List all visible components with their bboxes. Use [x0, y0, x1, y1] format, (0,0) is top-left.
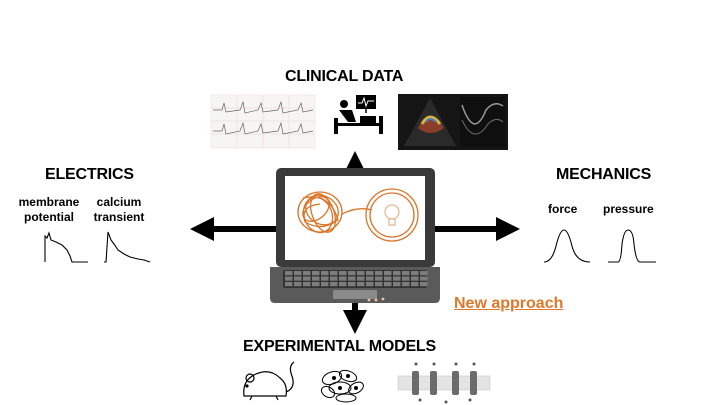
keyboard-key — [321, 282, 329, 287]
keyboard-key — [330, 271, 338, 276]
keyboard-key — [348, 276, 356, 281]
membrane-potential-label: membrane potential — [18, 195, 80, 224]
keyboard-key — [393, 271, 401, 276]
keyboard-key — [330, 276, 338, 281]
keyboard-key — [402, 271, 410, 276]
keyboard-key — [384, 276, 392, 281]
new-approach-link[interactable]: New approach — [454, 295, 564, 312]
keyboard-key — [420, 271, 428, 276]
keyboard-key — [375, 271, 383, 276]
pressure-trace — [608, 229, 656, 263]
keyboard-key — [321, 271, 329, 276]
ion-channel-icon — [397, 362, 491, 404]
keyboard-key — [330, 282, 338, 287]
keyboard-key — [393, 276, 401, 281]
keyboard-key — [348, 282, 356, 287]
keyboard-key — [366, 282, 374, 287]
keyboard-key — [357, 271, 365, 276]
ecg-trace-image — [210, 94, 316, 149]
keyboard-key — [366, 271, 374, 276]
calcium-transient-label: calcium transient — [93, 195, 145, 224]
keyboard-key — [312, 282, 320, 287]
keyboard-key — [303, 276, 311, 281]
keyboard-key — [402, 282, 410, 287]
force-label: force — [548, 202, 578, 216]
mouse-icon — [243, 361, 295, 401]
keyboard-key — [420, 282, 428, 287]
keyboard-key — [375, 282, 383, 287]
keyboard-key — [348, 271, 356, 276]
experimental-models-title: EXPERIMENTAL MODELS — [243, 338, 436, 355]
keyboard-key — [303, 271, 311, 276]
keyboard-key — [321, 276, 329, 281]
keyboard-key — [339, 282, 347, 287]
keyboard-key — [339, 271, 347, 276]
keyboard-key — [384, 282, 392, 287]
keyboard-key — [375, 276, 383, 281]
keyboard-key — [294, 271, 302, 276]
keyboard-key — [285, 282, 293, 287]
keyboard-key — [420, 276, 428, 281]
keyboard-key — [312, 276, 320, 281]
keyboard-key — [384, 271, 392, 276]
keyboard-key — [294, 282, 302, 287]
keyboard-key — [339, 276, 347, 281]
keyboard-key — [357, 282, 365, 287]
pressure-label: pressure — [603, 202, 654, 216]
membrane-potential-trace — [44, 231, 88, 263]
laptop-icon — [270, 168, 440, 303]
keyboard-key — [294, 276, 302, 281]
echocardiogram-image — [398, 94, 508, 150]
electrics-title: ELECTRICS — [45, 166, 134, 183]
force-trace — [543, 229, 591, 263]
keyboard-key — [312, 271, 320, 276]
keyboard-key — [393, 282, 401, 287]
keyboard-key — [402, 276, 410, 281]
keyboard-key — [411, 271, 419, 276]
keyboard-key — [303, 282, 311, 287]
calcium-transient-trace — [104, 231, 151, 263]
tangled-thread-icon — [297, 191, 373, 234]
patient-monitor-icon — [334, 95, 383, 134]
lightbulb-icon — [365, 188, 419, 242]
cells-icon — [320, 369, 364, 403]
clinical-data-title: CLINICAL DATA — [285, 68, 404, 85]
keyboard-key — [285, 276, 293, 281]
keyboard-key — [357, 276, 365, 281]
keyboard-key — [366, 276, 374, 281]
keyboard-key — [411, 276, 419, 281]
keyboard-key — [411, 282, 419, 287]
orange-dots-decoration — [367, 297, 385, 302]
mechanics-title: MECHANICS — [556, 166, 652, 183]
keyboard-key — [285, 271, 293, 276]
